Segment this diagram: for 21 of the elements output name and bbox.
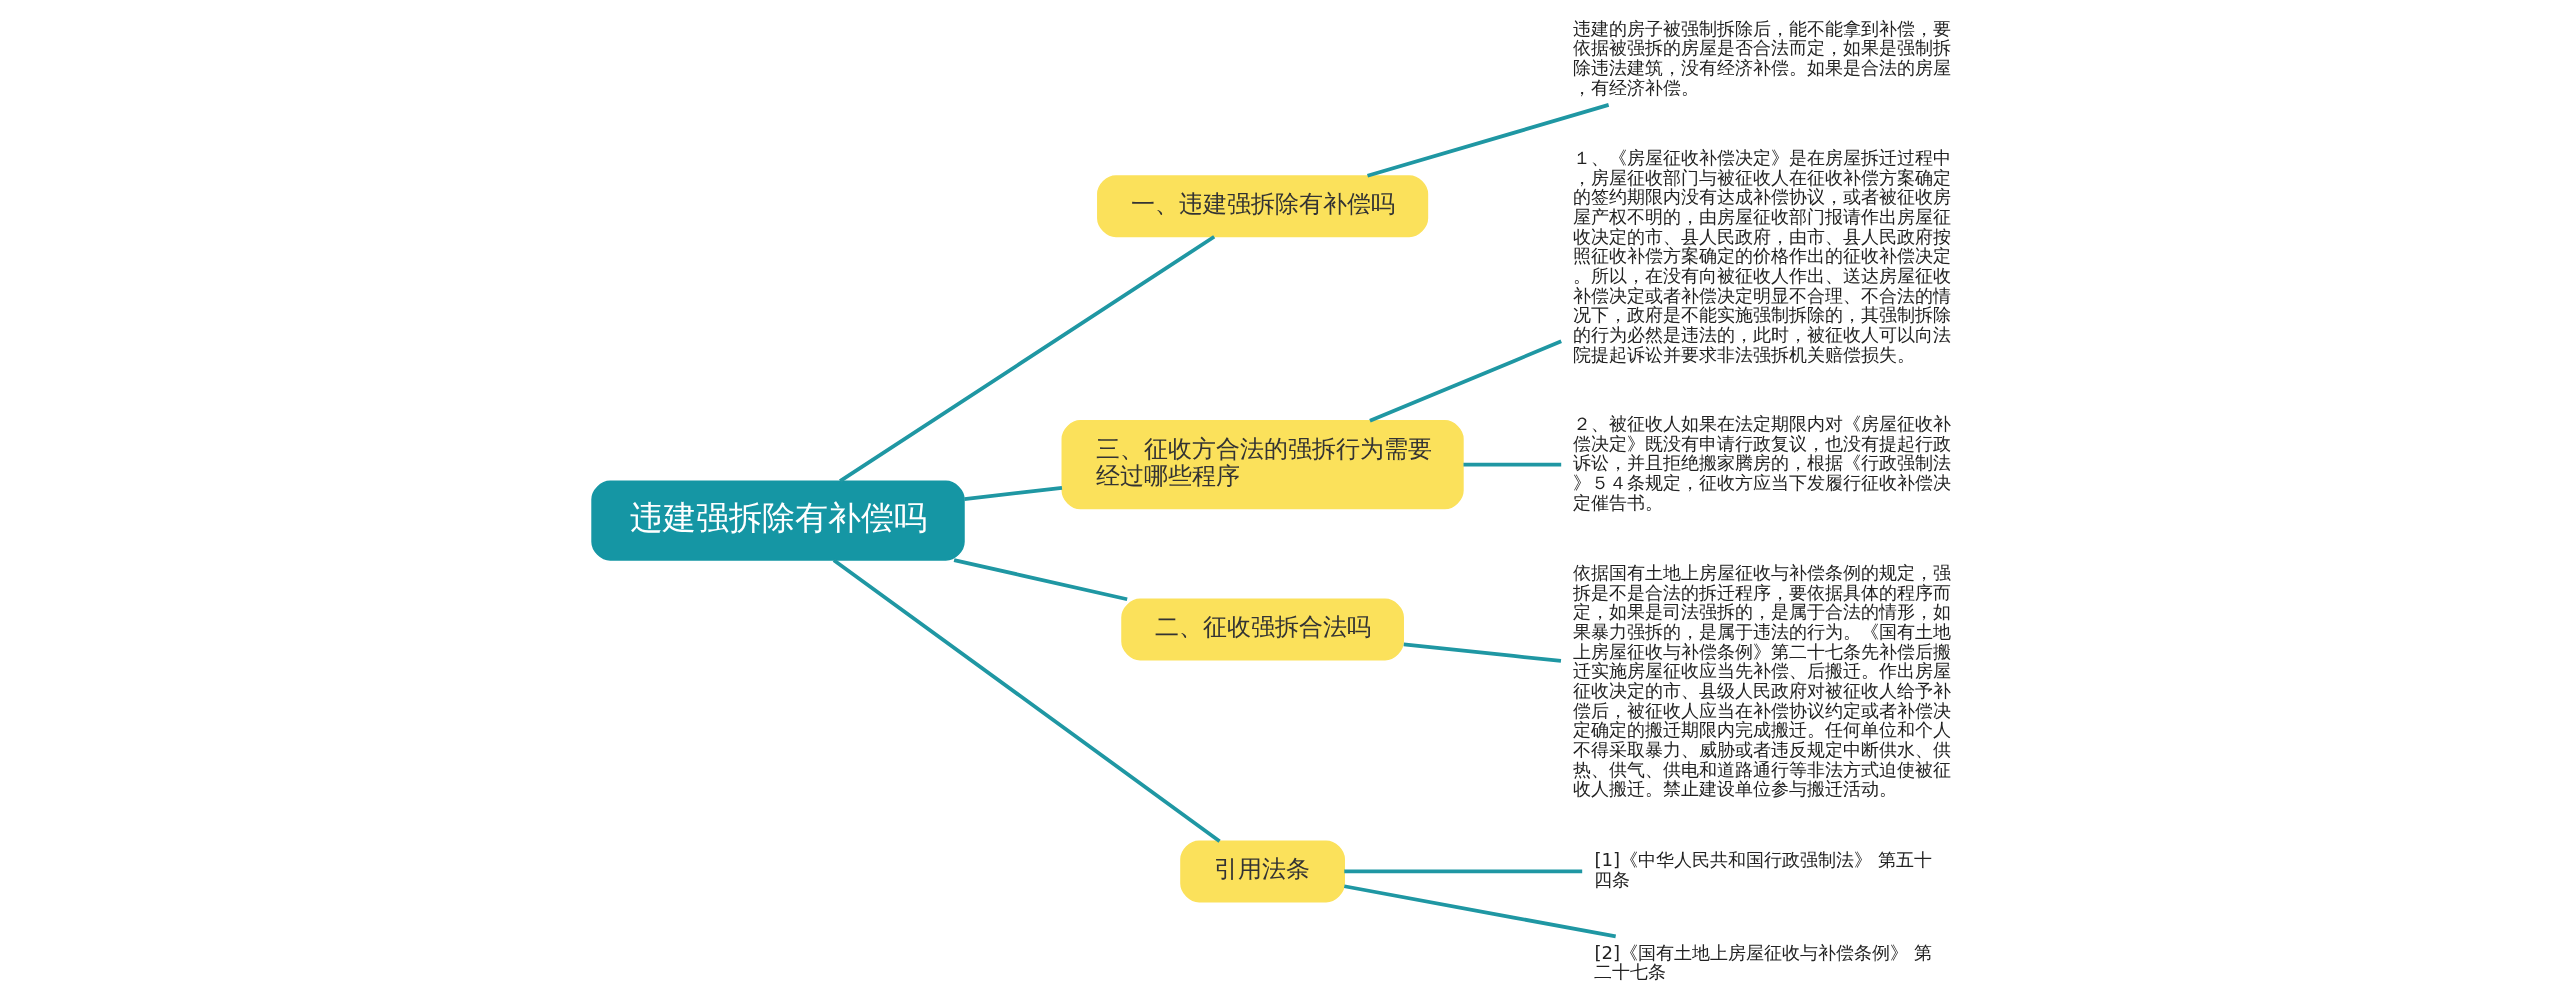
node-box: 一、违建强拆除有补偿吗 bbox=[1097, 175, 1429, 238]
node-box: 二、征收强拆合法吗 bbox=[1121, 598, 1404, 661]
connector bbox=[1403, 642, 1562, 663]
node-text: [2]《国有土地上房屋征收与补偿条例》 第二十七条 bbox=[1594, 941, 1932, 983]
connector bbox=[1344, 869, 1583, 874]
node-text: [1]《中华人民共和国行政强制法》 第五十四条 bbox=[1594, 849, 1932, 890]
connector bbox=[953, 558, 1128, 602]
connector bbox=[1343, 884, 1617, 939]
connector bbox=[839, 235, 1216, 483]
node-text: ２、被征收人如果在法定期限内对《房屋征收补偿决定》既没有申请行政复议，也没有提起行政诉讼，并且拒绝搬家腾房的，根据《行政强制法》５４条规定，征收方应当下发履行征收补偿决定催告书。 bbox=[1573, 413, 1952, 513]
node-box: 引用法条 bbox=[1180, 840, 1345, 903]
node-box: 违建强拆除有补偿吗 bbox=[591, 480, 965, 561]
connector bbox=[1463, 462, 1562, 467]
connector bbox=[1369, 339, 1562, 423]
connector bbox=[832, 558, 1221, 843]
node-text: １、《房屋征收补偿决定》是在房屋拆迁过程中，房屋征收部门与被征收人在征收补偿方案确定的签约期限内没有达成补偿协议，或者被征收房屋产权不明的，由房屋征收部门报请作出房屋征收决定的市、县人民政府，由市、县人民政府按照征收补偿方案确定的价格作出的征收补偿决定。所以，在没有向被征收人作出、送达房屋征收补偿决定或者补偿决定明显不合理、不合法的情况下，政府是不能实施强制拆除的，其强制拆除的行为必然是违法的，此时，被征收人可以向法院提起诉讼并要求非法强拆机关赔偿损失。 bbox=[1573, 146, 1952, 365]
node-box: 三、征收方合法的强拆行为需要经过哪些程序 bbox=[1061, 420, 1464, 510]
node-text: 违建的房子被强制拆除后，能不能拿到补偿，要依据被强拆的房屋是否合法而定，如果是强制拆除违法建筑，没有经济补偿。如果是合法的房屋，有经济补偿。 bbox=[1573, 17, 1952, 98]
connector bbox=[964, 485, 1063, 502]
node-text: 依据国有土地上房屋征收与补偿条例的规定，强拆是不是合法的拆迁程序，要依据具体的程序而定，如果是司法强拆的，是属于合法的情形，如果暴力强拆的，是属于违法的行为。《国有土地上房屋征收与补偿条例》第二十七条先补偿后搬迁实施房屋征收应当先补偿、后搬迁。作出房屋征收决定的市、县级人民政府对被征收人给予补偿后，被征收人应当在补偿协议约定或者补偿决定确定的搬迁期限内完成搬迁。任何单位和个人不得采取暴力、威胁或者违反规定中断供水、供热、供气、供电和道路通行等非法方式迫使被征收人搬迁。禁止建设单位参与搬迁活动。 bbox=[1573, 562, 1952, 800]
connector bbox=[1366, 103, 1610, 178]
